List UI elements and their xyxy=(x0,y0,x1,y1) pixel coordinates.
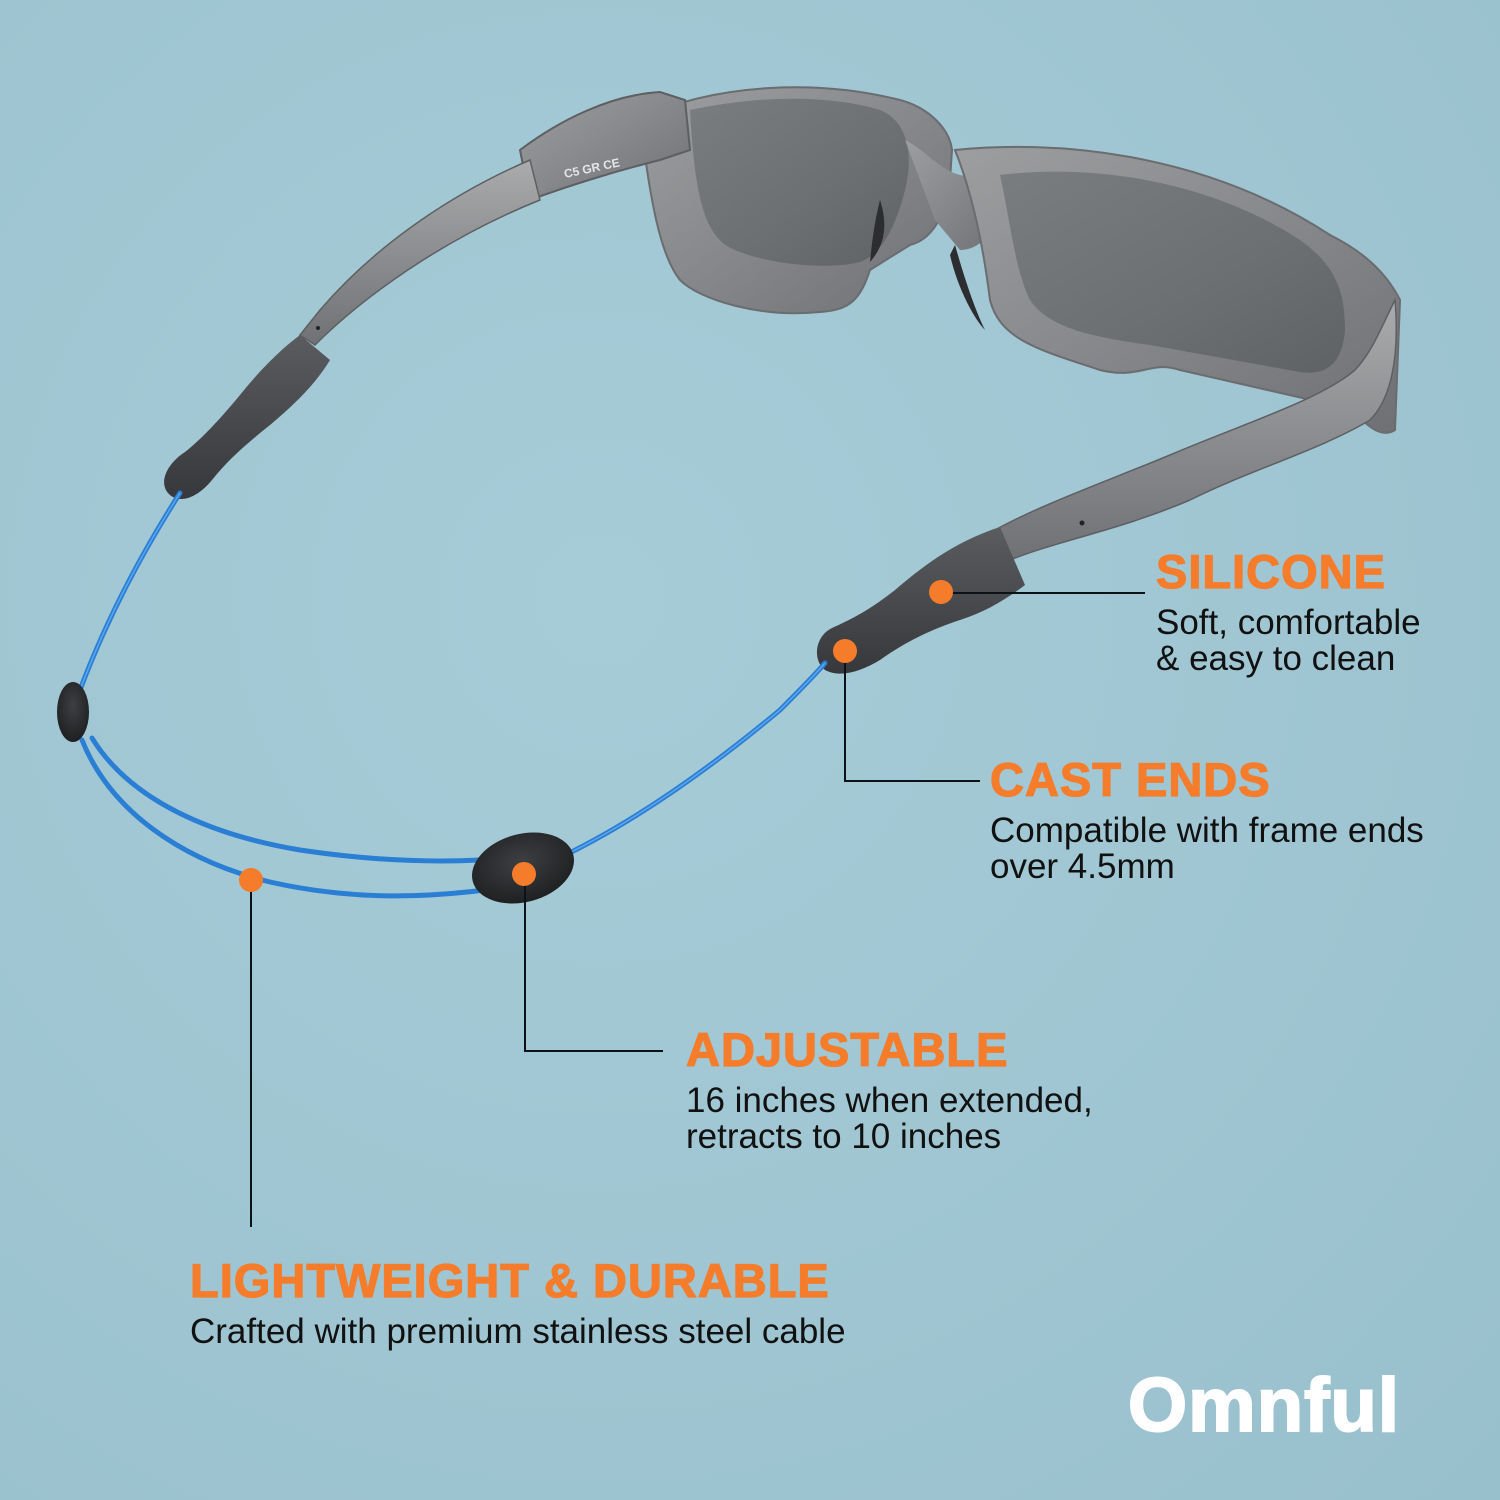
callout-markers xyxy=(239,580,953,892)
stainless-steel-cable xyxy=(77,490,828,899)
callout-title: ADJUSTABLE xyxy=(685,1023,1009,1076)
callout-title: LIGHTWEIGHT & DURABLE xyxy=(189,1254,830,1307)
left-temple-arm xyxy=(298,158,541,346)
silicone-marker-dot xyxy=(929,580,953,604)
callout-lightweight-durable: LIGHTWEIGHT & DURABLE Crafted with premi… xyxy=(189,1254,846,1351)
callout-cast-ends: CAST ENDS Compatible with frame ends ove… xyxy=(989,753,1424,886)
callout-description: Compatible with frame ends over 4.5mm xyxy=(990,811,1424,886)
callout-silicone: SILICONE Soft, comfortable & easy to cle… xyxy=(1155,545,1421,678)
callout-description: Soft, comfortable & easy to clean xyxy=(1156,603,1421,678)
brand-logo: Omnful xyxy=(1127,1363,1400,1448)
cast-ends-marker-dot xyxy=(833,639,857,663)
cast-ends-leader-line xyxy=(844,651,980,782)
cable-end-bead xyxy=(57,682,89,742)
callout-adjustable: ADJUSTABLE 16 inches when extended, retr… xyxy=(685,1023,1093,1156)
callout-description: 16 inches when extended, retracts to 10 … xyxy=(686,1081,1093,1156)
adjustable-leader-line xyxy=(524,874,663,1052)
sunglasses-frame: C5 GR CE xyxy=(518,86,1402,434)
right-silicone-tip xyxy=(816,527,1025,674)
callout-title: SILICONE xyxy=(1155,545,1386,598)
callout-title: CAST ENDS xyxy=(989,753,1271,806)
lightweight-marker-dot xyxy=(239,868,263,892)
callout-description: Crafted with premium stainless steel cab… xyxy=(190,1312,846,1351)
adjustable-marker-dot xyxy=(512,862,536,886)
left-silicone-tip xyxy=(164,335,330,500)
callout-leader-lines xyxy=(250,592,1145,1227)
